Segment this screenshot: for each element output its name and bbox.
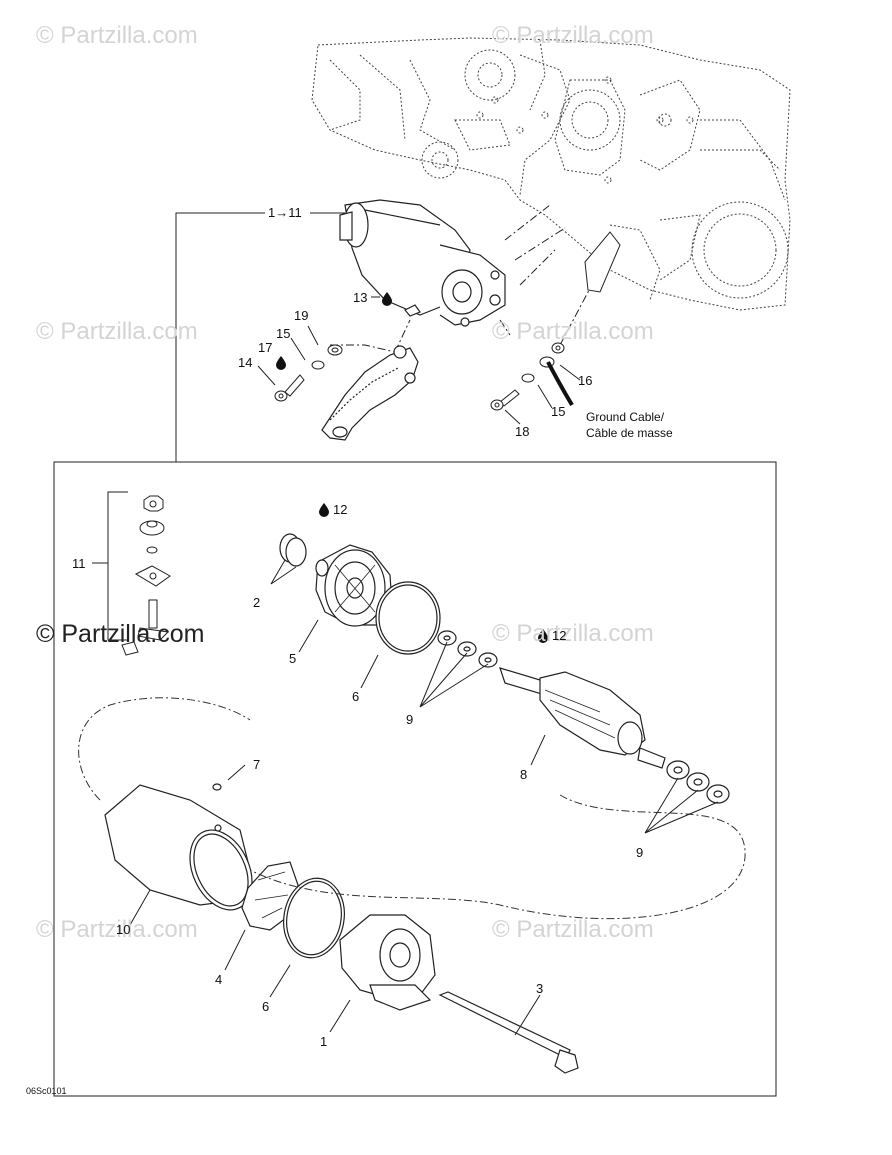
callout-15: 15: [276, 326, 291, 341]
callout-5: 5: [289, 651, 297, 666]
item-11-bracket: [92, 491, 128, 641]
ground-cable-bracket: [584, 231, 621, 293]
starter-support-bracket: [321, 345, 419, 441]
ground-cable-label-en: Ground Cable/: [586, 410, 665, 424]
callout-3: 3: [536, 981, 544, 996]
callout-9: 9: [406, 712, 414, 727]
detail-frame: [53, 212, 777, 1097]
ground-cable-wire: [546, 361, 574, 407]
callout-11: 11: [72, 556, 86, 571]
callout-9: 9: [636, 845, 644, 860]
callout-6: 6: [262, 999, 270, 1014]
callout-13: 13: [353, 290, 368, 305]
callout-17: 17: [258, 340, 273, 355]
ground-cable-label: Ground Cable/ Câble de masse: [586, 409, 673, 441]
engine-block-outline: [311, 37, 791, 311]
callout-7: 7: [253, 757, 261, 772]
starter-assembly-top: [339, 199, 506, 327]
callout-12: 12: [552, 628, 567, 643]
diagram-code: 06Sc0101: [26, 1086, 67, 1096]
header-callout: 1→11: [268, 205, 302, 220]
callout-15: 15: [551, 404, 566, 419]
hardware-kit-11: [121, 495, 171, 656]
callout-18: 18: [515, 424, 530, 439]
callout-14: 14: [238, 355, 253, 370]
callout-leaders: [129, 296, 719, 1036]
callout-8: 8: [520, 767, 528, 782]
assembly-outline-loop: [78, 697, 746, 920]
callout-4: 4: [215, 972, 223, 987]
callout-19: 19: [294, 308, 309, 323]
lubricant-drop-icons: [276, 292, 548, 643]
callout-12: 12: [333, 502, 348, 517]
top-hardware: [274, 342, 565, 411]
callout-10: 10: [116, 922, 131, 937]
callout-16: 16: [578, 373, 593, 388]
ground-cable-label-fr: Câble de masse: [586, 426, 673, 440]
callout-2: 2: [253, 595, 261, 610]
callout-1: 1: [320, 1034, 328, 1049]
exploded-parts: [104, 533, 730, 1074]
callout-6: 6: [352, 689, 360, 704]
